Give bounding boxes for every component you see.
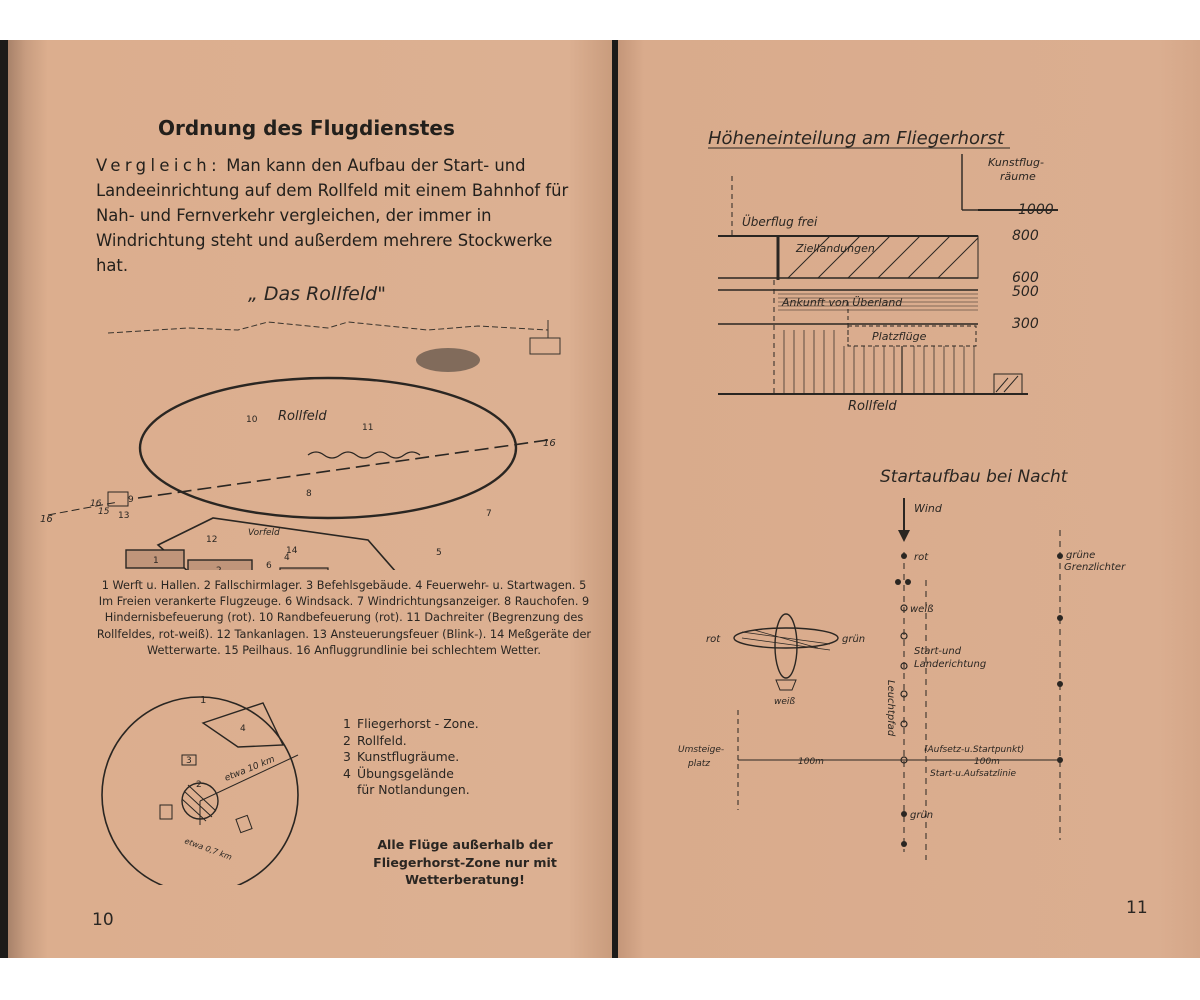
zone-circle (101, 696, 299, 885)
startlinie-label: Start-u.Aufsatzlinie (930, 769, 1016, 779)
umsteige-label-1: Umsteige- (678, 745, 724, 755)
start-label-2: Landerichtung (914, 659, 986, 670)
leuchtpfad-label: Leuchtpfad (885, 680, 896, 737)
num-14: 14 (286, 546, 298, 556)
baseline-label-left: 16 (40, 514, 53, 525)
page-number-right: 11 (1126, 898, 1148, 918)
kunstflug-label: Kunstflug- (988, 156, 1044, 169)
num-13: 13 (118, 511, 129, 521)
ziellandungen-label: Ziellandungen (795, 242, 875, 255)
num-12: 12 (206, 535, 217, 545)
level-800: 800 (1012, 228, 1039, 244)
right-page: Höheneinteilung am Fliegerhorst Kunstflu… (618, 40, 1200, 958)
platzfluege-label: Platzflüge (872, 330, 927, 343)
num-15: 15 (98, 507, 110, 517)
ankunft-label: Ankunft von Überland (781, 296, 903, 309)
umsteige-label-2: platz (687, 759, 710, 769)
open-book: Ordnung des Flugdienstes Vergleich: Man … (0, 40, 1200, 958)
figure-title: „ Das Rollfeld" (248, 283, 386, 305)
right-diagrams: Höheneinteilung am Fliegerhorst Kunstflu… (678, 128, 1126, 860)
num-7: 7 (486, 509, 492, 519)
rollfeld-illustration: „ Das Rollfeld" Rollfeld 16 16 Vorfeld (40, 283, 561, 570)
legend-item: für Notlandungen. (357, 782, 470, 798)
zone-label-1: 1 (200, 695, 206, 706)
num-5: 5 (436, 548, 442, 558)
num-4: 4 (284, 553, 290, 563)
page-number-left: 10 (92, 910, 114, 930)
level-600: 600 (1012, 270, 1039, 286)
night-title: Startaufbau bei Nacht (880, 467, 1069, 487)
airplane-icon (733, 613, 839, 691)
level-300: 300 (1012, 316, 1039, 332)
dist-left-label: 100m (798, 757, 824, 767)
num-11: 11 (362, 423, 373, 433)
rot-label: rot (914, 552, 929, 563)
figure-caption: 1 Werft u. Hallen. 2 Fallschirmlager. 3 … (96, 579, 592, 657)
plane-rot-label: rot (706, 634, 721, 645)
wind-label: Wind (914, 502, 943, 515)
num-9: 9 (128, 495, 134, 505)
level-1000: 1000 (1018, 202, 1054, 218)
page-heading: Ordnung des Flugdienstes (158, 116, 455, 140)
num-10: 10 (246, 415, 258, 425)
vorfeld-label: Vorfeld (248, 528, 280, 538)
plane-gruen-label: grün (842, 634, 865, 645)
left-page: Ordnung des Flugdienstes Vergleich: Man … (8, 40, 612, 958)
level-500: 500 (1012, 284, 1039, 300)
intro-paragraph: Vergleich: Man kann den Aufbau der Start… (96, 153, 576, 278)
ueberflug-label: Überflug frei (742, 213, 818, 229)
gruen-bottom-label: grün (910, 810, 933, 821)
num-1: 1 (153, 556, 159, 566)
plane-weiss-label: weiß (774, 697, 795, 707)
num-6: 6 (266, 561, 272, 570)
zone-label-3: 3 (186, 756, 192, 766)
gruene-label-1: grüne (1066, 550, 1095, 561)
rollfeld-boundary (138, 376, 518, 520)
aufsetz-label: (Aufsetz-u.Startpunkt) (924, 745, 1024, 755)
start-label-1: Start-und (914, 646, 962, 657)
num-2: 2 (216, 566, 222, 570)
gruene-label-2: Grenzlichter (1064, 562, 1126, 573)
rollfeld-label: Rollfeld (278, 409, 327, 424)
rollfeld-base-label: Rollfeld (848, 399, 897, 414)
kunstflug-label-2: räume (1000, 170, 1036, 183)
dist-right-label: 100m (974, 757, 1000, 767)
intro-text: Man kann den Aufbau der Start- und Lande… (96, 156, 569, 275)
weiss-label: weiß (910, 604, 933, 615)
zone-label-4: 4 (240, 724, 246, 734)
zone-dist-near: etwa 0,7 km (183, 836, 233, 862)
intro-lead: Vergleich: (96, 156, 221, 175)
altitude-title: Höheneinteilung am Fliegerhorst (708, 128, 1005, 149)
num-8: 8 (306, 489, 312, 499)
num-16: 16 (90, 499, 102, 509)
zone-label-2: 2 (196, 780, 202, 790)
zone-diagram: 1 2 3 4 etwa 10 km etwa 0,7 km (101, 695, 299, 885)
warning-note: Alle Flüge außerhalb der Fliegerhorst-Zo… (373, 837, 557, 887)
baseline-label-right: 16 (543, 438, 556, 449)
